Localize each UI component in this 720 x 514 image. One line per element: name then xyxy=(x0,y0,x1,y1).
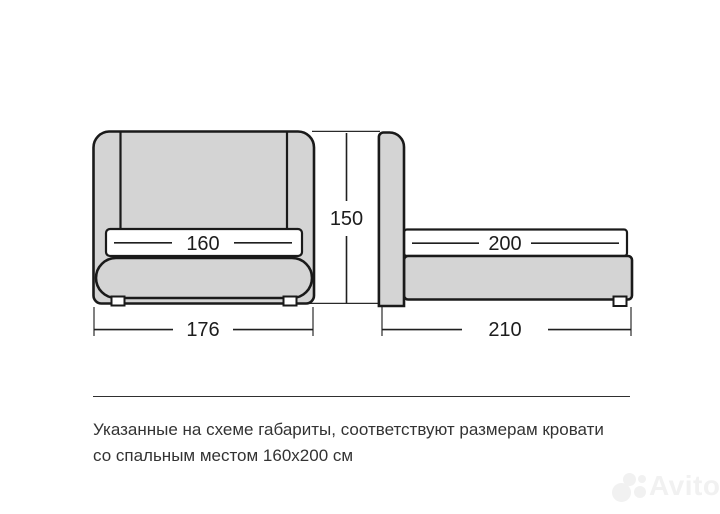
mattress-width-label: 160 xyxy=(186,233,219,255)
dimension-height: 150 xyxy=(330,133,363,303)
mattress-length-label: 200 xyxy=(488,233,521,255)
front-right-foot xyxy=(282,295,298,307)
caption-line-1: Указанные на схеме габариты, соответству… xyxy=(93,420,604,439)
side-headboard xyxy=(377,131,406,308)
height-dimension-label: 150 xyxy=(330,208,363,230)
dimension-width: 176 xyxy=(94,319,313,341)
caption-divider xyxy=(93,396,630,397)
caption: Указанные на схеме габариты, соответству… xyxy=(93,417,653,468)
overall-length-label: 210 xyxy=(488,319,521,341)
side-foot xyxy=(612,295,628,307)
bed-side-view: 200 xyxy=(377,131,634,308)
front-mattress xyxy=(104,227,304,258)
avito-watermark-text: Avito xyxy=(649,470,720,501)
bed-front-view: 160 xyxy=(92,130,316,307)
dimension-length: 210 xyxy=(382,319,631,341)
front-bolster xyxy=(94,256,314,300)
overall-width-label: 176 xyxy=(186,319,219,341)
avito-logo-icon xyxy=(610,470,648,502)
avito-watermark: Avito xyxy=(610,469,720,503)
extension-lines xyxy=(93,130,632,336)
side-base xyxy=(402,254,634,301)
caption-line-2: со спальным местом 160х200 см xyxy=(93,445,354,465)
front-left-foot xyxy=(110,295,126,307)
